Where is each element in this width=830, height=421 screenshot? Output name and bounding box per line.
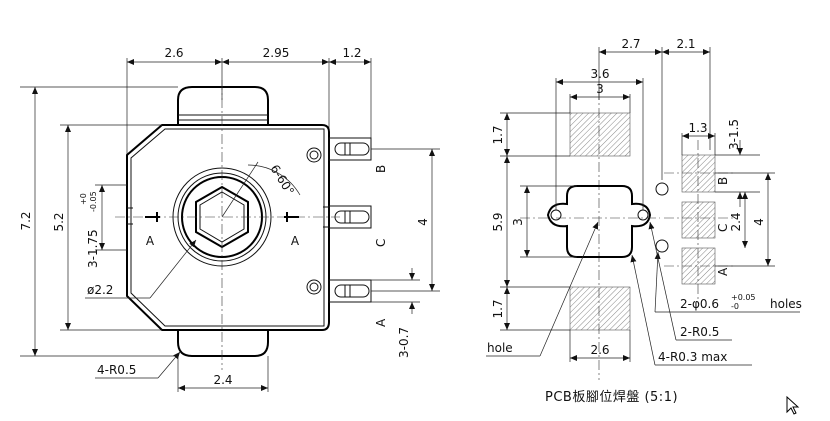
bottom-tab <box>177 330 269 357</box>
pad-a-label: A <box>716 267 730 276</box>
dim-1-7-top: 1.7 <box>491 125 505 144</box>
right-view: 2.7 2.1 3.6 3 1.7 5.9 1.7 3 1.3 <box>486 37 802 405</box>
dim-1-3: 1.3 <box>688 121 707 135</box>
dim-3-left: 3 <box>511 218 525 226</box>
pin-a-label: A <box>374 318 388 327</box>
section-a-left-label: A <box>146 234 155 248</box>
dim-4-right-view: 4 <box>752 218 766 226</box>
dim-center-tol: 3-1.75 <box>86 229 100 268</box>
pin-b-terminal <box>328 137 372 161</box>
holes-callout: 2-φ0.6 <box>680 297 719 311</box>
dim-1-7-bottom: 1.7 <box>491 299 505 318</box>
pin-a-terminal <box>328 279 372 303</box>
holes-callout-sub: -0 <box>731 302 739 311</box>
small-hole-bottom <box>655 239 669 253</box>
pad-bottom <box>569 286 631 331</box>
dim-1-2: 1.2 <box>342 46 361 60</box>
dim-hex-angle: 6-60° <box>267 162 296 198</box>
dim-3-top: 3 <box>596 82 604 96</box>
dim-2-7: 2.7 <box>621 37 640 51</box>
dim-7-2: 7.2 <box>19 211 33 230</box>
dim-3-6: 3.6 <box>590 67 609 81</box>
dim-2-6-bottom: 2.6 <box>590 343 609 357</box>
dim-2-4-right: 2.4 <box>729 212 743 231</box>
r05-callout: 2-R0.5 <box>680 325 719 339</box>
dim-center-tol-sub: -0.05 <box>89 191 98 212</box>
dim-2-6: 2.6 <box>164 46 183 60</box>
center-hole-outline <box>546 185 652 258</box>
pad-c-label: C <box>716 224 730 232</box>
holes-callout-sup: +0.05 <box>731 293 756 302</box>
small-hole-top <box>655 182 669 196</box>
dim-4-r0-5: 4-R0.5 <box>97 363 136 377</box>
dim-3-0-7: 3-0.7 <box>397 327 411 358</box>
pcb-caption: PCB板腳位焊盤 (5:1) <box>545 389 678 405</box>
left-view: 2.6 2.95 1.2 <box>19 46 440 392</box>
pad-right-c <box>681 201 716 239</box>
pad-top <box>569 112 631 157</box>
dim-3-1-5: 3-1.5 <box>727 119 741 150</box>
dim-4-right: 4 <box>416 218 430 226</box>
dim-2-1: 2.1 <box>676 37 695 51</box>
dim-center-tol-sup: +0 <box>79 193 88 205</box>
top-tab <box>177 86 269 125</box>
r03-callout: 4-R0.3 max <box>658 350 727 364</box>
pin-c-label: C <box>374 239 388 247</box>
pad-b-label: B <box>716 177 730 185</box>
body-outline <box>126 124 330 331</box>
pad-right-b <box>681 154 716 193</box>
dim-5-9: 5.9 <box>491 212 505 231</box>
mouse-cursor-icon <box>786 395 800 415</box>
section-a-right-label: A <box>291 234 300 248</box>
dim-2-4-bottom: 2.4 <box>213 373 232 387</box>
pin-b-label: B <box>374 165 388 173</box>
hole-callout: hole <box>487 341 513 355</box>
dim-2-95: 2.95 <box>263 46 290 60</box>
dim-5-2: 5.2 <box>52 212 66 231</box>
dim-dia-2-2: ø2.2 <box>87 283 113 297</box>
holes-word: holes <box>770 297 802 311</box>
